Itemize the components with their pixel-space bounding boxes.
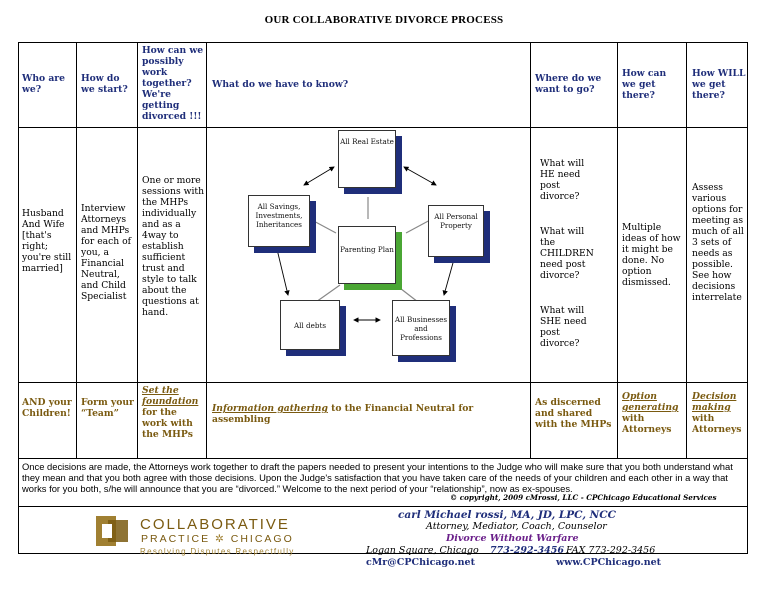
body-how-possibly: One or more sessions with the MHPs indiv… [142, 175, 205, 318]
header-who: Who are we? [22, 73, 65, 95]
contact-website[interactable]: www.CPChicago.net [556, 557, 662, 568]
body-where-she: What will SHE need post divorce? [540, 305, 587, 349]
node-real-estate: All Real Estate [338, 130, 396, 188]
body-who: Husband And Wife [that's right; you're s… [22, 208, 72, 274]
column-divider [76, 42, 77, 458]
spoke-line [309, 218, 337, 234]
spoke-line [405, 218, 433, 234]
option-generating-rest: with Attorneys [622, 413, 672, 435]
body-where-children: What will the CHILDREN need post divorce… [540, 226, 594, 281]
contact-name: carl Michael rossi, MA, JD, LPC, NCC [398, 509, 616, 521]
option-generating-emphasis: Option generating [622, 391, 679, 413]
column-divider [617, 42, 618, 458]
node-savings: All Savings, Investments, Inheritances [248, 195, 310, 247]
node-businesses: All Businesses and Professions [392, 300, 450, 356]
column-divider [137, 42, 138, 458]
info-gathering-rest: to the Financial Neutral for assembling [212, 403, 474, 425]
decision-making-emphasis: Decision making [692, 391, 737, 413]
logo-tagline: Resolving Disputes Respectfully [140, 547, 295, 556]
header-where-go: Where do we want to go? [535, 73, 602, 95]
bottom-how-get: Option generating with Attorneys [622, 391, 682, 435]
bottom-how-start: Form your “Team” [81, 397, 134, 419]
foundation-emphasis: Set the foundation [142, 385, 199, 407]
contact-tagline: Divorce Without Warfare [446, 533, 579, 544]
header-how-possibly: How can we possibly work together? We're… [142, 45, 204, 122]
header-how-will: How WILL we get there? [692, 68, 746, 101]
contact-roles: Attorney, Mediator, Coach, Counselor [426, 521, 607, 532]
foundation-rest: for the work with the MHPs [142, 407, 193, 440]
spoke-line [315, 284, 341, 303]
logo-chicago: CHICAGO [230, 533, 294, 545]
bottom-how-possibly: Set the foundation for the work with the… [142, 385, 204, 440]
row-divider [18, 506, 747, 507]
row-divider [18, 127, 747, 128]
contact-location: Logan Square, Chicago [366, 545, 479, 556]
decision-making-rest: with Attorneys [692, 413, 742, 435]
logo-subline: PRACTICE ✲ CHICAGO [141, 533, 294, 545]
collaborative-practice-logo-icon [96, 516, 128, 546]
logo-star-icon: ✲ [215, 533, 226, 545]
bottom-how-will: Decision making with Attorneys [692, 391, 746, 435]
column-divider [686, 42, 687, 458]
bottom-where-go: As discerned and shared with the MHPs [535, 397, 612, 430]
process-table [18, 42, 748, 554]
node-parenting-plan: Parenting Plan [338, 226, 396, 284]
closing-paragraph: Once decisions are made, the Attorneys w… [22, 461, 733, 494]
column-divider [206, 42, 207, 458]
copyright-notice: © copyright, 2009 cMrossi, LLC - CPChica… [450, 493, 717, 502]
contact-phone: 773-292-3456 [490, 545, 564, 556]
page-title: OUR COLLABORATIVE DIVORCE PROCESS [264, 14, 504, 26]
logo-wordmark: COLLABORATIVE [140, 516, 290, 533]
link-arrow [274, 244, 290, 296]
bottom-what-know: Information gathering to the Financial N… [212, 403, 512, 425]
link-arrow [403, 166, 437, 186]
spoke-line [395, 284, 419, 303]
link-arrow [303, 166, 335, 186]
logo-practice: PRACTICE [141, 533, 211, 545]
contact-fax: FAX 773-292-3456 [566, 545, 656, 556]
body-where-he: What will HE need post divorce? [540, 158, 585, 202]
contact-email[interactable]: cMr@CPChicago.net [366, 557, 475, 568]
bottom-who: AND your Children! [22, 397, 72, 419]
node-personal-property: All Personal Property [428, 205, 484, 257]
row-divider [18, 382, 747, 383]
column-divider [530, 42, 531, 458]
body-how-get: Multiple ideas of how it might be done. … [622, 222, 681, 288]
header-what-know: What do we have to know? [212, 79, 349, 90]
row-divider [18, 458, 747, 459]
header-how-get: How can we get there? [622, 68, 667, 101]
header-how-start: How do we start? [81, 73, 128, 95]
info-gathering-emphasis: Information gathering [212, 403, 328, 414]
body-how-start: Interview Attorneys and MHPs for each of… [81, 203, 132, 302]
body-how-will: Assess various options for meeting as mu… [692, 182, 744, 303]
node-debts: All debts [280, 300, 340, 350]
